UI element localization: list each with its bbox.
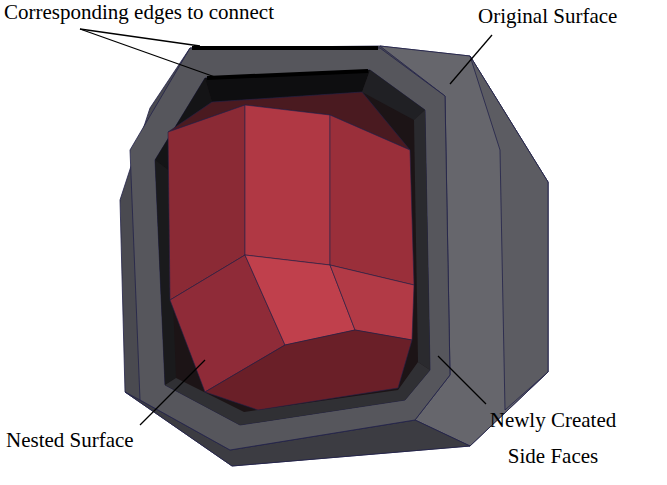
leader-line (80, 29, 200, 46)
nested-face (330, 265, 414, 340)
nested-face (245, 105, 330, 265)
original-surface-back (120, 46, 548, 466)
nested-face (330, 115, 414, 285)
edge-highlight (207, 71, 368, 78)
opening (155, 70, 430, 425)
label-text: Nested Surface (6, 428, 134, 452)
leader-line (140, 360, 205, 425)
label-text: Original Surface (478, 4, 617, 28)
label-text: Corresponding edges to connect (4, 0, 274, 24)
leader-line (450, 35, 492, 84)
leader-line (438, 356, 486, 404)
label-text: Newly Created Side Faces (478, 402, 628, 474)
original-surface-facet (470, 56, 548, 410)
nested-face (205, 330, 412, 410)
leader-line (80, 29, 215, 77)
front-rim (130, 48, 450, 450)
side-face (414, 110, 430, 370)
edge-highlight (192, 46, 378, 50)
